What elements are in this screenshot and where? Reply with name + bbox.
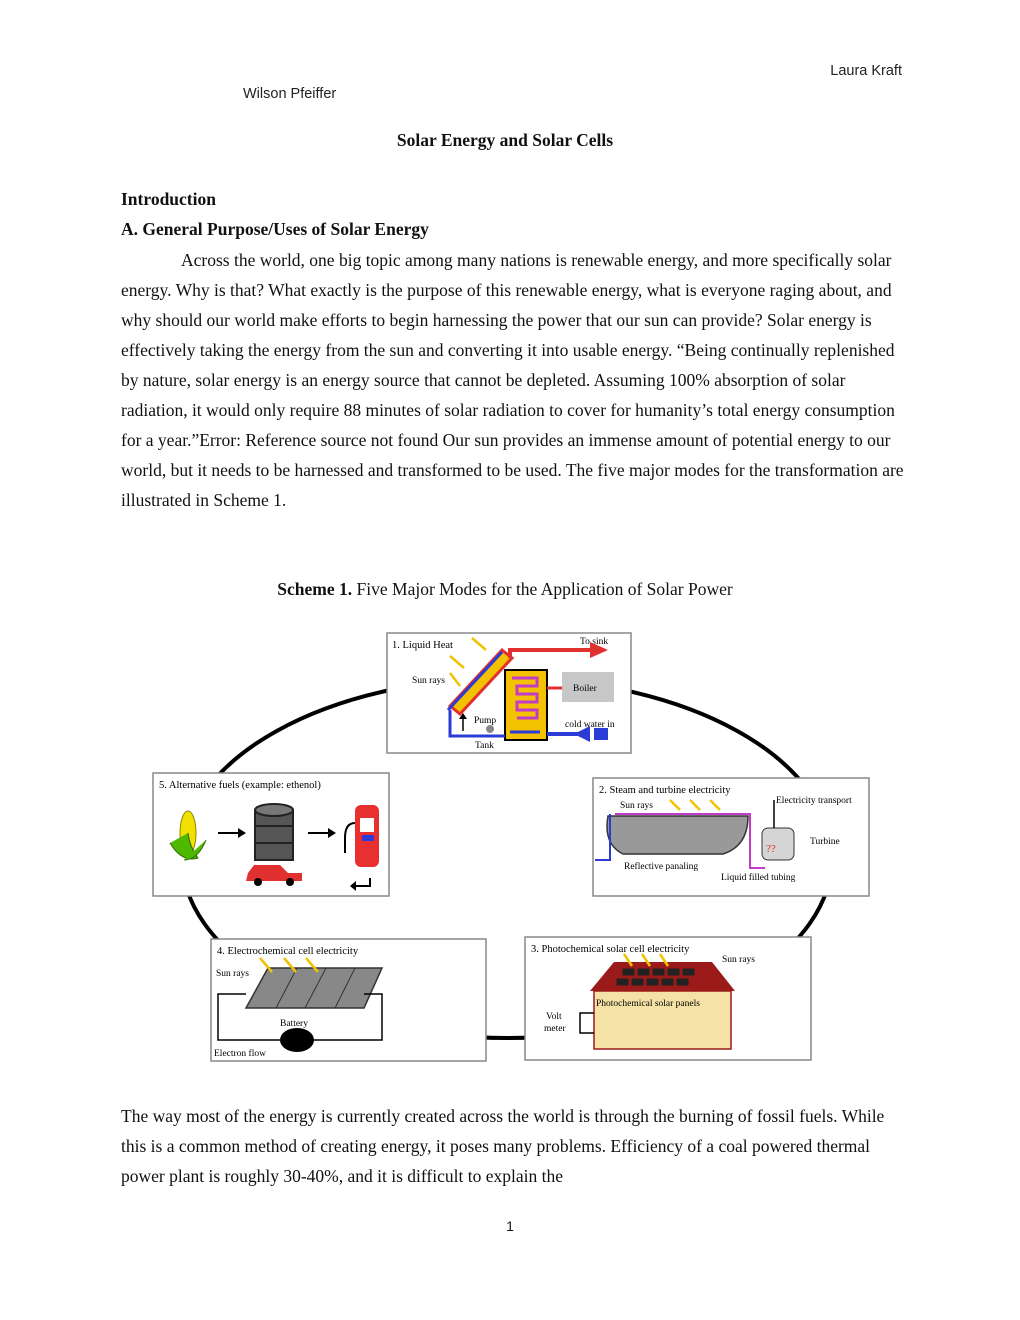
panel4-title: 4. Electrochemical cell electricity <box>217 946 359 957</box>
panel3-panels: Photochemical solar panels <box>596 999 700 1009</box>
header-author-right: Laura Kraft <box>830 63 902 79</box>
panel2-sun-rays: Sun rays <box>620 801 653 811</box>
header-author-left: Wilson Pfeiffer <box>243 86 337 102</box>
paragraph-fossil-fuels: The way most of the energy is currently … <box>121 1101 911 1191</box>
panel-electrochemical: 4. Electrochemical cell electricity Sun … <box>210 938 487 1062</box>
panel1-boiler: Boiler <box>573 684 598 694</box>
panel1-sun-rays: Sun rays <box>412 676 445 686</box>
panel2-title: 2. Steam and turbine electricity <box>599 785 731 796</box>
scheme-caption-label: Scheme 1. <box>277 579 353 599</box>
scheme-caption-text: Five Major Modes for the Application of … <box>352 579 733 599</box>
panel-steam-turbine: 2. Steam and turbine electricity Sun ray… <box>592 777 870 897</box>
panel5-title: 5. Alternative fuels (example: ethenol) <box>159 780 321 791</box>
panel1-cold-water: cold water in <box>565 720 615 730</box>
scheme-figure: 1. Liquid Heat Sun rays To sink Pump col… <box>152 632 870 1062</box>
panel1-to-sink: To sink <box>580 637 608 647</box>
section-heading: Introduction <box>121 189 216 209</box>
svg-text:??: ?? <box>766 843 776 855</box>
panel2-tubing: Liquid filled tubing <box>721 872 796 883</box>
paragraph-1-text: Across the world, one big topic among ma… <box>121 250 904 510</box>
scheme-caption: Scheme 1. Five Major Modes for the Appli… <box>0 579 1010 600</box>
panel4-battery: Battery <box>280 1019 308 1029</box>
panel-photochemical: 3. Photochemical solar cell electricity … <box>524 936 812 1061</box>
panel3-sun-rays: Sun rays <box>722 955 755 965</box>
panel3-title: 3. Photochemical solar cell electricity <box>531 944 690 955</box>
subsection-heading: A. General Purpose/Uses of Solar Energy <box>121 219 429 239</box>
paragraph-2-text: The way most of the energy is currently … <box>121 1106 885 1186</box>
panel3-meter: meter <box>544 1024 566 1034</box>
panel1-tank: Tank <box>475 741 494 751</box>
panel2-transport: Electricity transport <box>776 796 852 806</box>
panel2-panaling: Reflective panaling <box>624 861 698 872</box>
panel4-electron-flow: Electron flow <box>214 1048 266 1059</box>
document-title: Solar Energy and Solar Cells <box>396 130 614 150</box>
panel1-pump: Pump <box>474 716 496 726</box>
panel2-turbine: Turbine <box>810 837 840 847</box>
page-number: 1 <box>506 1218 514 1234</box>
panel3-volt: Volt <box>546 1012 562 1022</box>
panel-liquid-heat: 1. Liquid Heat Sun rays To sink Pump col… <box>386 632 632 754</box>
panel4-sun-rays: Sun rays <box>216 969 249 979</box>
panel-alternative-fuels: 5. Alternative fuels (example: ethenol) <box>152 772 390 897</box>
paragraph-intro: Across the world, one big topic among ma… <box>121 245 911 515</box>
panel1-title: 1. Liquid Heat <box>392 640 453 651</box>
